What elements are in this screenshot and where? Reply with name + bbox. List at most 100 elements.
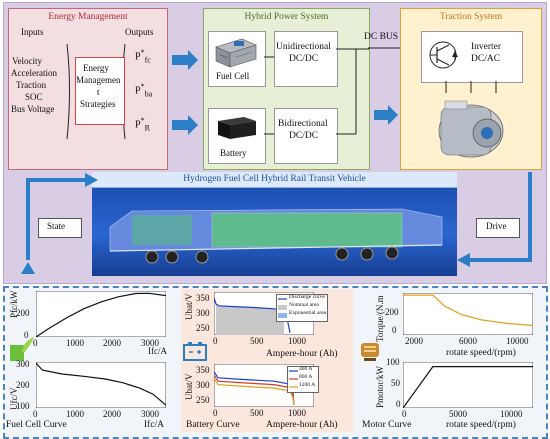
nominal-area — [216, 304, 284, 335]
arrow-right-icon — [172, 115, 198, 135]
bat-top-ytick-250: 250 — [196, 323, 210, 333]
motor-bottom-ytick-100: 100 — [386, 357, 400, 367]
plot-area — [36, 291, 166, 337]
battery-caption-x: Ampere-hour (Ah) — [266, 420, 338, 430]
arrow-right-icon — [172, 50, 198, 70]
motor-bottom-ylabel: Pmotor/kW — [375, 366, 385, 408]
fuel-cell-voltage-chart — [36, 362, 166, 408]
inverter-label: Inverter — [471, 42, 502, 52]
bidirectional-label: Bidirectional — [278, 119, 328, 129]
inverter-dcac-label: DC/AC — [471, 54, 501, 64]
fuel-cell-icon — [215, 38, 257, 68]
legend-800a: 800 A — [299, 374, 313, 380]
series-line — [214, 378, 295, 405]
fuel-cell-label: Fuel Cell — [216, 71, 250, 81]
dc-bus-line — [368, 47, 403, 125]
battery-top-legend-swatches — [278, 298, 287, 318]
arrow-right-icon — [374, 105, 398, 125]
bidirectional-dcdc-label: DC/DC — [289, 131, 319, 141]
legend-swatch-exponential — [278, 313, 287, 318]
inputs-label: Inputs — [21, 27, 44, 37]
hybrid-power-title: Hybrid Power System — [244, 12, 329, 22]
bat-top-xtick-1000: 1000 — [288, 336, 306, 346]
arrow-left-icon — [457, 253, 470, 267]
battery-status-icon — [183, 342, 207, 361]
series-line — [214, 374, 295, 405]
motor-top-ylabel: Torque/(N.m — [375, 295, 385, 342]
bat-top-xtick-500: 500 — [250, 336, 264, 346]
fuel-cell-caption-x: Ifc/A — [144, 420, 165, 430]
motor-caption: Motor Curve — [362, 420, 412, 430]
traction-title: Traction System — [439, 12, 503, 22]
output-p-ba: P*ba — [135, 82, 153, 99]
motor-gear-icon — [361, 343, 379, 361]
bat-bottom-xtick-0: 0 — [213, 408, 218, 418]
fc-top-xtick-1000: 1000 — [66, 338, 84, 348]
strategies-box — [75, 57, 125, 125]
input-acceleration: Acceleration — [11, 68, 57, 78]
traction-wiring — [445, 81, 497, 93]
bat-top-ytick-300: 300 — [196, 308, 210, 318]
fc-top-xtick-3000: 3000 — [141, 338, 159, 348]
bat-top-ylabel: Ubat/V — [184, 293, 194, 321]
state-label: State — [47, 221, 65, 231]
dc-bus-label: DC BUS — [364, 32, 399, 42]
legend-discharge: Discharge curve — [289, 294, 325, 300]
fc-bottom-xtick-2000: 2000 — [103, 409, 121, 419]
fuel-cell-leaf-icon — [10, 337, 34, 361]
strategy-line-4: Strategies — [80, 99, 116, 109]
legend-exponential: Exponential area — [289, 310, 327, 316]
traction-panel: Traction System Inverter DC/AC — [400, 8, 542, 170]
legend-swatch-nominal — [278, 305, 287, 310]
bat-bottom-ytick-350: 350 — [196, 365, 210, 375]
plot-area — [36, 362, 166, 408]
arrow-right-icon — [85, 173, 98, 187]
plot-area — [403, 362, 533, 408]
fuel-cell-power-chart — [36, 291, 166, 337]
fc-bottom-xtick-0: 0 — [33, 409, 38, 419]
motor-power-chart — [403, 362, 533, 408]
drive-label: Drive — [486, 221, 507, 231]
unidirectional-dcdc-label: DC/DC — [289, 54, 319, 64]
fc-top-ytick-0: 0 — [24, 330, 29, 340]
bidirectional-dcdc-box — [274, 108, 338, 164]
outputs-label: Outputs — [125, 27, 154, 37]
strategy-line-2: Managemen — [76, 75, 121, 85]
plot-area — [403, 293, 533, 335]
series-line — [36, 292, 166, 337]
fc-top-xtick-2000: 2000 — [103, 338, 121, 348]
fc-bottom-ytick-300: 300 — [16, 359, 30, 369]
fc-bottom-xtick-3000: 3000 — [141, 409, 159, 419]
control-arrows — [172, 50, 198, 135]
output-p-r: P*R — [135, 116, 150, 133]
battery-bottom-legend-swatches — [289, 370, 298, 388]
fuel-cell-caption: Fuel Cell Curve — [6, 420, 67, 430]
arrow-up-icon — [21, 262, 35, 274]
motor-bottom-ytick-50: 50 — [391, 378, 400, 388]
motor-caption-x: rotate speed/(rpm) — [446, 420, 516, 430]
igbt-icon — [429, 41, 458, 69]
state-box — [38, 218, 82, 238]
drive-box — [476, 218, 520, 238]
strategy-line-1: Energy — [83, 63, 109, 73]
motor-bottom-xtick-0: 0 — [402, 409, 407, 419]
bat-bottom-ylabel: Ubat/V — [184, 373, 194, 401]
bat-bottom-xtick-1000: 1000 — [288, 408, 306, 418]
input-soc: SOC — [25, 92, 43, 102]
series-line — [403, 365, 533, 408]
bat-bottom-ytick-300: 300 — [196, 380, 210, 390]
feedback-arrows — [21, 172, 532, 274]
inverter-box — [421, 31, 523, 83]
output-p-fc: P*fc — [135, 48, 151, 65]
bat-bottom-xtick-500: 500 — [250, 408, 264, 418]
motor-bottom-xtick-10000: 10000 — [500, 409, 523, 419]
bat-top-ytick-350: 350 — [196, 293, 210, 303]
motor-icon — [438, 100, 504, 158]
motor-bottom-ytick-0: 0 — [396, 399, 401, 409]
input-traction: Traction — [16, 80, 47, 90]
input-bus-voltage: Bus Voltage — [11, 104, 55, 114]
fc-bottom-ytick-200: 200 — [16, 380, 30, 390]
unidirectional-label: Unidirectional — [276, 42, 331, 52]
energy-management-title: Energy Management — [48, 12, 128, 22]
strategy-line-3: t — [97, 87, 100, 97]
